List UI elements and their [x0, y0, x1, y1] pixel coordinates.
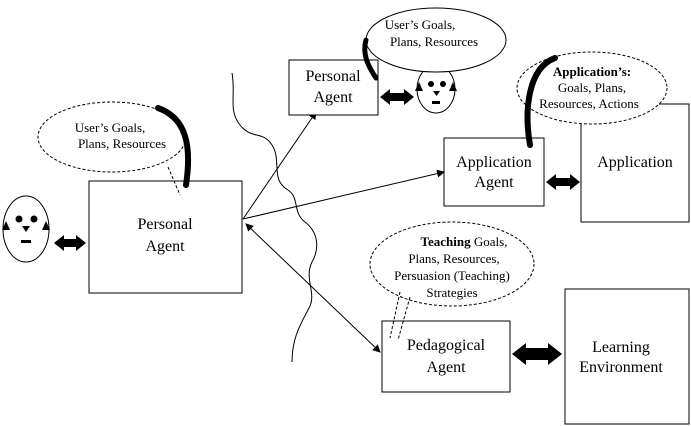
bubble-user-top-text-1: User’s Goals,: [385, 17, 456, 32]
double-arrow-main-face: [54, 235, 86, 251]
bubble-teaching: [369, 221, 535, 341]
bubble-user-main: [37, 101, 192, 196]
bubble-teaching-text-3: Persuasion (Teaching): [394, 268, 510, 283]
bubble-user-top-text-2: Plans, Resources: [390, 34, 478, 49]
learning-environment-label-1: Learning: [592, 339, 650, 356]
application-label: Application: [597, 154, 673, 171]
learning-environment-label-2: Environment: [579, 359, 663, 376]
box-application-agent: [443, 137, 545, 207]
personal-agent-main-label-2: Agent: [145, 238, 185, 255]
box-learning-environment: [564, 288, 690, 425]
bubble-teaching-text-2: Plans, Resources,: [408, 251, 499, 266]
double-arrow-app: [546, 174, 580, 190]
pedagogical-agent-label-2: Agent: [426, 359, 466, 376]
bubble-application-text-3: Resources, Actions: [539, 96, 639, 111]
box-personal-agent-top: [288, 59, 379, 116]
personal-agent-top-label-2: Agent: [313, 89, 353, 106]
application-agent-label-2: Agent: [474, 174, 514, 191]
box-pedagogical-agent: [381, 320, 511, 393]
bubble-application: [516, 51, 668, 148]
bubble-user-top: [362, 7, 507, 81]
double-arrow-top-face: [380, 89, 414, 105]
bubble-user-main-text-2: Plans, Resources: [78, 136, 166, 151]
bubble-application-text-2: Goals, Plans,: [558, 80, 626, 95]
bubble-user-main-text-1: User’s Goals,: [75, 120, 146, 135]
face-user-top-icon: [415, 64, 457, 114]
arrow-to-application-agent: [242, 169, 445, 220]
bubble-teaching-bold: Teaching: [421, 234, 472, 249]
bubble-teaching-rest: Goals,: [471, 234, 508, 249]
arrow-to-top-personal-agent: [242, 111, 317, 220]
application-agent-label-1: Application: [456, 154, 532, 171]
box-personal-agent-main: [88, 180, 243, 294]
bubble-application-text-1: Application’s:: [553, 64, 631, 79]
face-user-main-icon: [2, 195, 50, 263]
boundary-line: [231, 72, 318, 363]
personal-agent-main-label-1: Personal: [137, 216, 193, 233]
double-arrow-learning: [512, 343, 562, 365]
bubble-teaching-text-1: Teaching Goals,: [421, 234, 508, 249]
pedagogical-agent-label-1: Pedagogical: [407, 337, 486, 354]
bubble-teaching-text-4: Strategies: [426, 285, 477, 300]
personal-agent-top-label-1: Personal: [305, 68, 361, 85]
arrow-personal-pedagogical: [245, 223, 381, 353]
